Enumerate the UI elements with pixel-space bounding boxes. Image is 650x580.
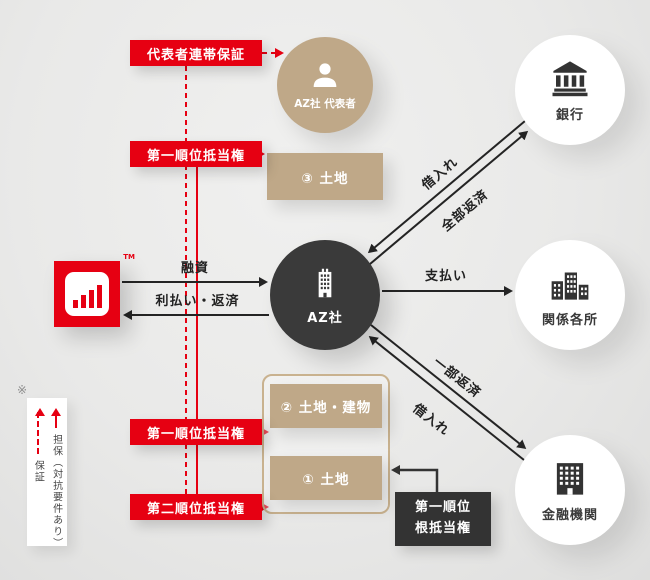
node-financial-institution: 金融機関 <box>515 435 625 545</box>
bank-icon <box>549 57 591 99</box>
flow-interest-repayment-label: 利払い・返済 <box>155 294 240 309</box>
city-buildings-icon <box>549 262 591 304</box>
person-icon <box>309 59 341 91</box>
tag-representative-guarantee: 代表者連帯保証 <box>130 40 262 66</box>
node-representative-label: AZ社 代表者 <box>294 98 356 110</box>
flow-financing-label: 融資 <box>180 261 209 276</box>
legend-note-mark: ※ <box>17 383 28 397</box>
node-land1: ① 土地 <box>270 456 382 500</box>
node-financial-institution-label: 金融機関 <box>541 508 598 523</box>
lender-logo: TM <box>54 253 135 327</box>
logo-trademark: TM <box>123 253 135 261</box>
node-bank: 銀行 <box>515 35 625 145</box>
collateral-solid-arrow-icon <box>51 408 62 428</box>
node-representative: AZ社 代表者 <box>277 37 373 133</box>
tag-first-mortgage-bottom: 第一順位抵当権 <box>130 419 262 445</box>
legend-guarantee-label: 保証 <box>32 460 44 483</box>
legend-item-guarantee: 保証 <box>30 408 45 546</box>
node-land-building2: ② 土地・建物 <box>270 384 382 428</box>
company-building-icon <box>306 264 344 302</box>
node-az-company: AZ社 <box>270 240 380 350</box>
node-bank-label: 銀行 <box>555 108 584 123</box>
legend-collateral-label: 担保（対抗要件あり） <box>50 433 62 549</box>
node-related-parties: 関係各所 <box>515 240 625 350</box>
tag-first-mortgage-top: 第一順位抵当権 <box>130 141 262 167</box>
tag-revolving-mortgage: 第一順位 根抵当権 <box>395 492 491 546</box>
legend: 保証 担保（対抗要件あり） <box>27 398 67 549</box>
revolving-mortgage-line1: 第一順位 <box>414 500 471 516</box>
flow-payment-label: 支払い <box>424 269 467 284</box>
legend-item-collateral: 担保（対抗要件あり） <box>49 408 64 549</box>
bar-chart-icon <box>65 272 109 316</box>
guarantee-dashed-arrow-icon <box>34 408 45 454</box>
revolving-mortgage-line2: 根抵当権 <box>414 521 471 536</box>
node-land3: ③ 土地 <box>267 153 383 200</box>
node-related-parties-label: 関係各所 <box>541 313 598 328</box>
office-building-icon <box>549 457 591 499</box>
node-az-company-label: AZ社 <box>307 311 343 326</box>
tag-second-mortgage: 第二順位抵当権 <box>130 494 262 520</box>
